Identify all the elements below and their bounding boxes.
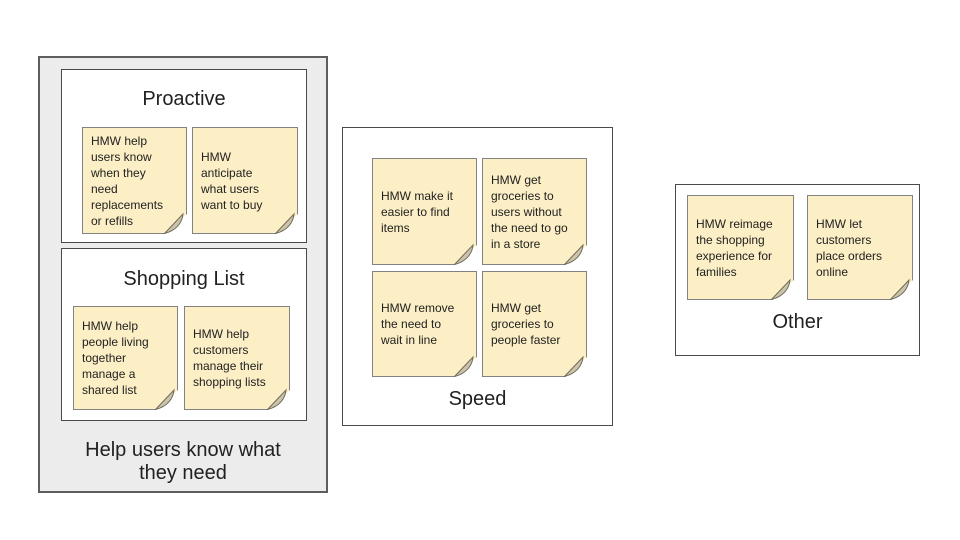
group-other[interactable]: HMW reimage the shopping experience for …: [675, 184, 920, 356]
folded-corner-icon: [453, 355, 477, 377]
sticky-note-anticipate[interactable]: HMW anticipate what users want to buy: [192, 127, 298, 234]
folded-corner-icon: [163, 212, 187, 234]
group-speed[interactable]: HMW make it easier to find items HMW get…: [342, 127, 613, 426]
group-label-speed: Speed: [448, 388, 507, 410]
category-box-shopping-list[interactable]: Shopping List HMW help people living tog…: [61, 248, 307, 421]
sticky-note-manage-lists[interactable]: HMW help customers manage their shopping…: [184, 306, 290, 410]
sticky-note-replacements[interactable]: HMW help users know when they need repla…: [82, 127, 187, 234]
sticky-note-shared-list[interactable]: HMW help people living together manage a…: [73, 306, 178, 410]
folded-corner-icon: [266, 388, 290, 410]
sticky-note-text: HMW make it easier to find items: [381, 188, 453, 235]
sticky-note-no-wait-line[interactable]: HMW remove the need to wait in line: [372, 271, 477, 377]
folded-corner-icon: [453, 243, 477, 265]
sticky-note-reimage-families[interactable]: HMW reimage the shopping experience for …: [687, 195, 794, 300]
sticky-note-text: HMW reimage the shopping experience for …: [696, 216, 773, 279]
folded-corner-icon: [563, 243, 587, 265]
sticky-note-find-items[interactable]: HMW make it easier to find items: [372, 158, 477, 265]
folded-corner-icon: [563, 355, 587, 377]
sticky-note-text: HMW get groceries to users without the n…: [491, 172, 568, 251]
sticky-note-text: HMW get groceries to people faster: [491, 301, 561, 347]
group-label-help-users-know: Help users know what they need: [85, 439, 281, 484]
category-box-proactive[interactable]: Proactive HMW help users know when they …: [61, 69, 307, 243]
folded-corner-icon: [770, 278, 794, 300]
sticky-note-text: HMW remove the need to wait in line: [381, 301, 455, 347]
sticky-note-orders-online[interactable]: HMW let customers place orders online: [807, 195, 913, 300]
group-help-users-know[interactable]: Proactive HMW help users know when they …: [38, 56, 328, 493]
sticky-note-text: HMW help customers manage their shopping…: [193, 327, 266, 389]
sticky-note-text: HMW anticipate what users want to buy: [201, 149, 263, 212]
folded-corner-icon: [274, 212, 298, 234]
folded-corner-icon: [154, 388, 178, 410]
sticky-note-text: HMW help people living together manage a…: [82, 319, 149, 397]
group-label-other: Other: [772, 311, 823, 333]
sticky-note-text: HMW help users know when they need repla…: [91, 133, 164, 228]
sticky-note-groceries-faster[interactable]: HMW get groceries to people faster: [482, 271, 587, 377]
sticky-note-no-store[interactable]: HMW get groceries to users without the n…: [482, 158, 587, 265]
category-title-shopping-list: Shopping List: [123, 268, 245, 290]
sticky-note-text: HMW let customers place orders online: [816, 216, 883, 279]
folded-corner-icon: [889, 278, 913, 300]
category-title-proactive: Proactive: [142, 88, 226, 110]
